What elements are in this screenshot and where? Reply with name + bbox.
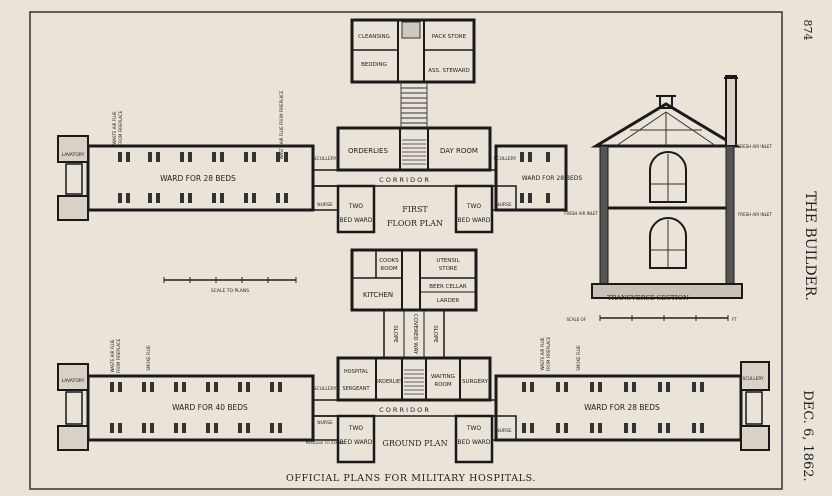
first-floor-lavatory: LAVATORY (62, 152, 85, 158)
ground-flue-left-1: WASTE AIR FLUE (110, 339, 115, 372)
first-floor-title-2: FLOOR PLAN (387, 219, 443, 228)
section-fresh-air-top: FRESH AIR INLET (738, 144, 772, 149)
label-slope-left: SLOPE (392, 325, 398, 343)
ground-floor-two-left: TWO (348, 425, 364, 432)
label-pack-store: PACK STORE (432, 34, 467, 40)
ground-floor-orderlies: ORDERLIES (375, 379, 404, 385)
first-floor-scullery-right: SCULLERY (494, 156, 517, 162)
first-floor-left-annex-bottom (57, 195, 89, 221)
label-bedding: BEDDING (361, 62, 387, 68)
page-number: 874 (801, 20, 814, 41)
ground-floor-lavatory: LAVATORY (62, 378, 85, 384)
first-floor-vent-2: FROM FIREPLACE (118, 110, 123, 145)
label-utensil: UTENSIL (436, 258, 460, 264)
label-ass-steward: ASS. STEWARD (428, 68, 470, 74)
ground-smoke-flue-right: SMOKE FLUE (576, 345, 581, 371)
first-floor-two-right: TWO (466, 203, 482, 210)
label-slope-right: SLOPE (432, 325, 438, 343)
ground-flue-left-2: FROM FIREPLACE (116, 338, 121, 373)
first-floor-plan (57, 126, 568, 234)
first-floor-centre-vent: WASTE AIR FLUE FROM FIREPLACE (279, 90, 284, 159)
first-floor-title: FIRST (402, 205, 428, 214)
first-floor-day-room: DAY ROOM (440, 147, 478, 155)
ground-floor-waiting: WAITING (431, 374, 455, 380)
kitchen-block (350, 248, 478, 359)
ground-floor-passage: PASSAGE TO STAIRS (306, 440, 345, 445)
label-cooks: COOKS (379, 258, 399, 264)
ground-floor-bed-ward-left: BED WARD (340, 439, 373, 446)
ground-floor-scullery-right: SCULLERY (742, 376, 764, 381)
section-fresh-air-mid: FRESH AIR INLET (564, 211, 598, 216)
plate-border (29, 11, 783, 490)
ground-floor-nurse-right: NURSE (496, 428, 512, 434)
label-store: STORE (439, 266, 458, 272)
ground-floor-title: GROUND PLAN (382, 439, 447, 448)
label-larder: LARDER (437, 298, 459, 304)
covered-bridge (400, 82, 428, 128)
first-floor-nurse-left: NURSE (317, 202, 333, 208)
plate-caption: OFFICIAL PLANS FOR MILITARY HOSPITALS. (286, 473, 536, 484)
section-chimney (725, 75, 737, 147)
plans-scale-bar (163, 277, 297, 283)
plans-scale-label: SCALE TO PLANS (211, 288, 249, 294)
upper-arched-window (649, 151, 687, 203)
ground-flue-right-2: FROM FIREPLACE (546, 336, 551, 371)
ground-floor-scullery-left: SCULLERY (314, 386, 337, 392)
ground-floor-sergeant: SERGEANT (342, 386, 370, 392)
first-floor-bed-ward-right: BED WARD (458, 217, 491, 224)
ground-floor-left-ward-label: WARD FOR 40 BEDS (172, 403, 248, 412)
label-room: ROOM (380, 266, 397, 272)
first-floor-nurse-right: NURSE (496, 202, 512, 208)
section-scale-label: SCALE OF (566, 317, 586, 322)
first-floor-corridor (312, 169, 497, 187)
ground-floor-room: ROOM (434, 382, 451, 388)
top-block-stair (401, 21, 421, 39)
ground-flue-right-1: WASTE AIR FLUE (540, 337, 545, 370)
first-floor-scullery-left: SCULLERY (314, 156, 337, 162)
ground-floor-nurse-left: NURSE (317, 420, 333, 426)
issue-date: DEC. 6, 1862. (800, 390, 815, 481)
ground-floor-corridor (312, 399, 497, 417)
first-floor-left-ward-windows-bottom (118, 193, 288, 203)
section-title: TRANSVERSE SECTION (607, 294, 689, 302)
first-floor-right-ward-label: WARD FOR 28 BEDS (522, 175, 583, 182)
ground-floor-surgery: SURGERY (462, 379, 489, 385)
ground-floor-corridor-label: C O R R I D O R (379, 406, 429, 414)
ground-smoke-flue: SMOKE FLUE (146, 345, 151, 371)
first-floor-left-ward-windows-top (118, 152, 288, 162)
first-floor-left-ward-label: WARD FOR 28 BEDS (160, 174, 236, 183)
transverse-section (590, 75, 743, 321)
label-covered-way: COVERED WAY (412, 314, 418, 355)
top-store-block (350, 18, 476, 128)
first-floor-two-left: TWO (348, 203, 364, 210)
ground-floor-bed-ward-right: BED WARD (458, 439, 491, 446)
section-fresh-air-right: FRESH AIR INLET (738, 212, 772, 217)
journal-title: THE BUILDER. (802, 191, 818, 301)
ground-floor-hospital: HOSPITAL (344, 369, 368, 375)
first-floor-bed-ward-left: BED WARD (340, 217, 373, 224)
ground-floor-plan (57, 356, 770, 464)
first-floor-orderlies: ORDERLIES (348, 147, 388, 155)
first-floor-left-annex-top (57, 135, 89, 163)
ground-floor-two-right: TWO (466, 425, 482, 432)
label-cleansing: CLEANSING (358, 34, 390, 40)
section-scale-unit: FT (732, 317, 737, 322)
label-kitchen: KITCHEN (363, 291, 393, 299)
ground-floor-right-ward-label: WARD FOR 28 BEDS (584, 403, 660, 412)
first-floor-stairs (402, 139, 426, 165)
first-floor-corridor-label: C O R R I D O R (379, 176, 429, 184)
lower-arched-window (649, 217, 687, 269)
label-beer-cellar: BEER CELLAR (429, 284, 467, 290)
first-floor-vent-1: WASTE AIR FLUE (112, 111, 117, 144)
